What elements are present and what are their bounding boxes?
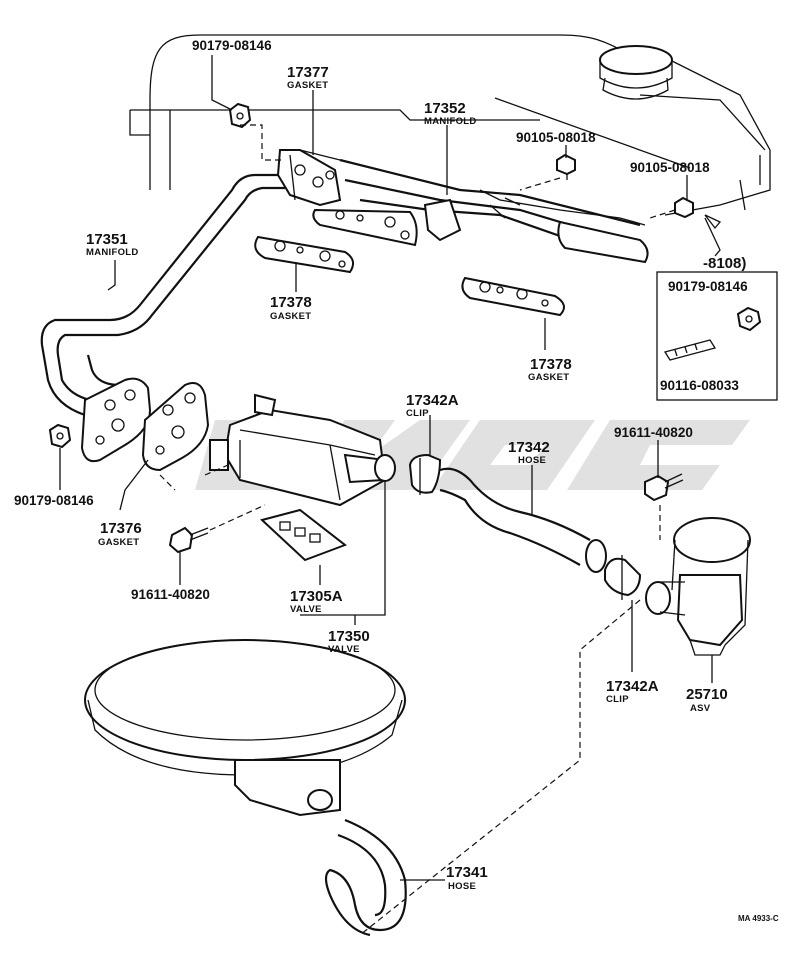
gasket-17376 [141, 382, 210, 472]
label-91611-40820-left: 91611-40820 [131, 587, 210, 602]
label-17342-sub: HOSE [518, 455, 546, 466]
inset-box [656, 214, 778, 401]
label-17341-sub: HOSE [448, 881, 476, 892]
manifold-17352 [276, 149, 649, 264]
label-17376-sub: GASKET [98, 537, 139, 548]
label-25710: 25710 [686, 686, 728, 703]
label-17342A-bottom-sub: CLIP [606, 694, 629, 705]
label-17378-left: 17378 [270, 294, 312, 311]
clip-17342A-top [408, 453, 442, 495]
dashed-leader-lines [159, 124, 676, 936]
label-25710-sub: ASV [690, 703, 711, 714]
valve-17350 [209, 393, 396, 507]
figure-code: MA 4933-C [738, 914, 779, 923]
air-cleaner [84, 639, 406, 817]
label-17377-sub: GASKET [287, 80, 328, 91]
label-90179-08146-left: 90179-08146 [14, 493, 94, 508]
hose-17342 [439, 467, 607, 573]
gasket-17378-left [254, 235, 355, 274]
callout-labels: 90179-08146 17377 GASKET 17352 MANIFOLD … [14, 38, 779, 923]
nut-90179-08146-left [48, 423, 72, 449]
bolt-91611-40820-left [168, 526, 209, 554]
label-17352-sub: MANIFOLD [424, 116, 477, 127]
label-17378-right: 17378 [530, 356, 572, 373]
label-90179-08146-top: 90179-08146 [192, 38, 272, 53]
label-17342A-top-sub: CLIP [406, 408, 429, 419]
label-17350-sub: VALVE [328, 644, 360, 655]
label-90105-08018-b: 90105-08018 [630, 160, 710, 175]
label-91611-40820-right: 91611-40820 [614, 425, 693, 440]
gasket-17378-right [461, 276, 565, 317]
label-17305A: 17305A [290, 588, 343, 605]
label-17351-sub: MANIFOLD [86, 247, 139, 258]
label-90116-08033: 90116-08033 [660, 378, 739, 393]
label-17342A-bottom: 17342A [606, 678, 659, 695]
hose-17341 [324, 818, 407, 937]
label-17352: 17352 [424, 100, 466, 117]
gasket-17377 [289, 149, 341, 201]
label-90105-08018-a: 90105-08018 [516, 130, 596, 145]
engine-block [129, 34, 771, 216]
label-17350: 17350 [328, 628, 370, 645]
label-17378-left-sub: GASKET [270, 311, 311, 322]
clip-17342A-bottom [604, 555, 642, 600]
valve-17305A [259, 508, 348, 562]
label-17341: 17341 [446, 864, 488, 881]
label-17342A-top: 17342A [406, 392, 459, 409]
asv-25710 [645, 517, 751, 656]
label-17377: 17377 [287, 64, 329, 81]
label-17305A-sub: VALVE [290, 604, 322, 615]
label-17376: 17376 [100, 520, 142, 537]
bolt-90105-08018-a [556, 153, 576, 180]
label-90179-08146-box: 90179-08146 [668, 279, 748, 294]
nut-90179-08146-top [228, 102, 252, 129]
bolt-90105-08018-b [674, 196, 694, 219]
label-8108: -8108) [703, 255, 746, 272]
label-17378-right-sub: GASKET [528, 372, 569, 383]
label-17342: 17342 [508, 439, 550, 456]
manifold-17351 [40, 173, 285, 463]
callout-leaders [59, 55, 713, 881]
label-17351: 17351 [86, 231, 128, 248]
